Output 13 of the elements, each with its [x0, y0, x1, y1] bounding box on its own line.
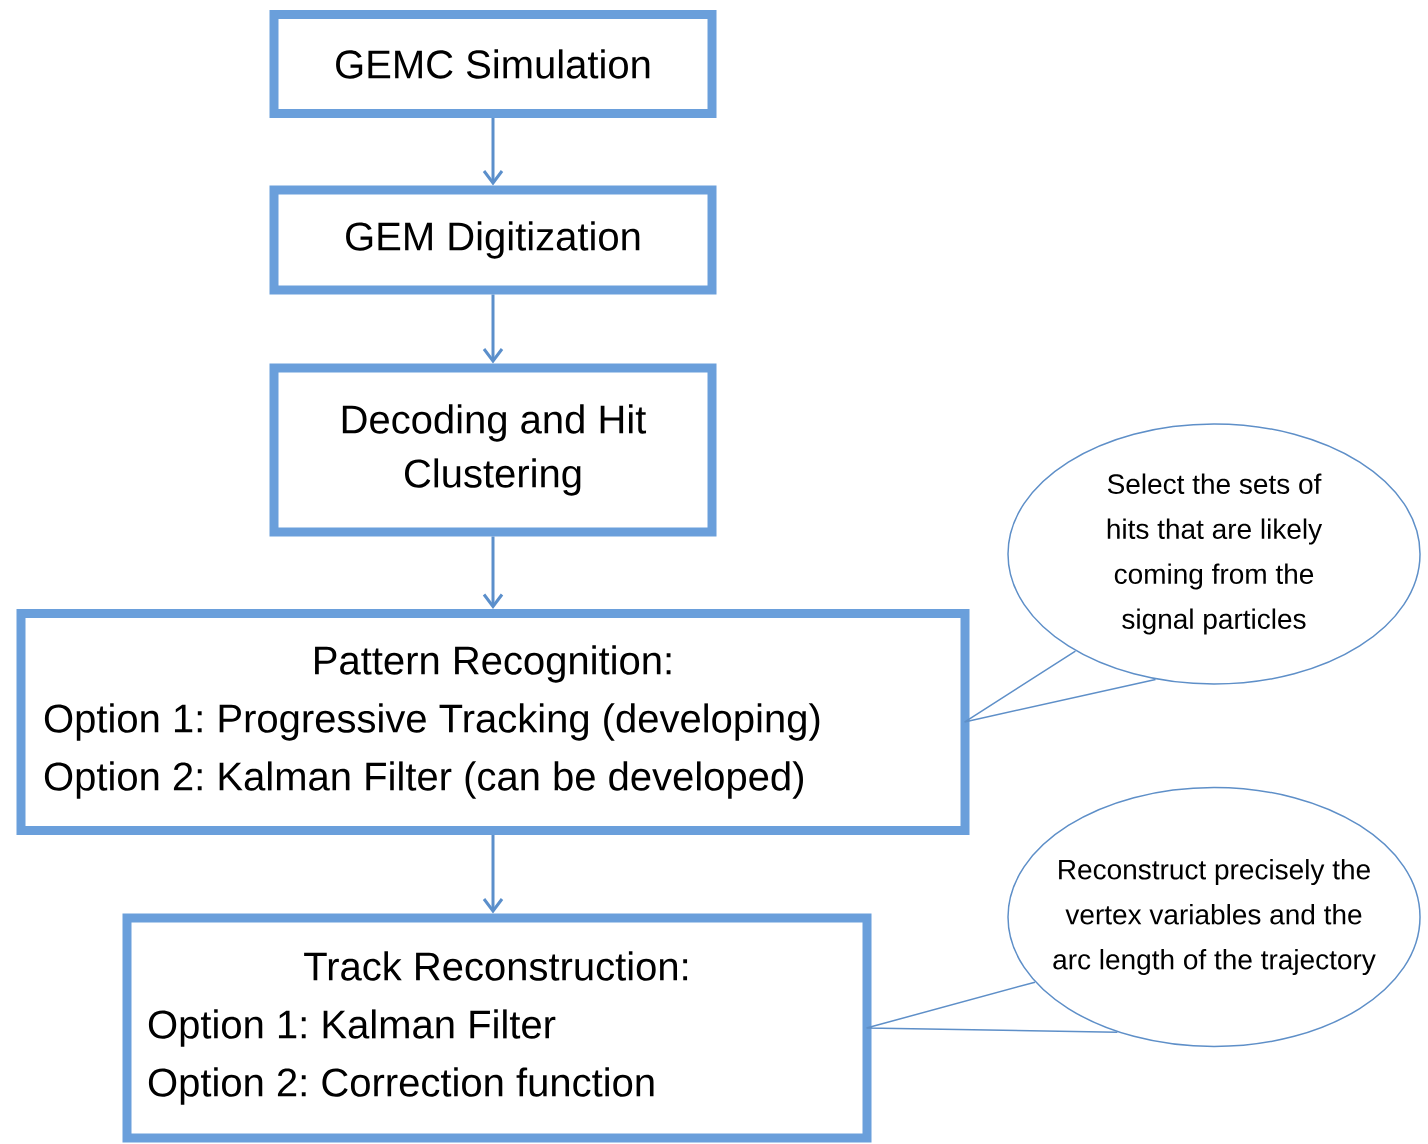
process-box: GEM Digitization: [269, 185, 717, 295]
callout-pointer: [963, 650, 1157, 723]
process-box: Pattern Recognition: Option 1: Progressive Tracking (developing) Option 2: Kalman Filter (can be developed): [16, 609, 970, 835]
arrow: [482, 536, 504, 609]
speech-bubble: Reconstruct precisely the vertex variables and the arc length of the trajectory: [1007, 786, 1421, 1048]
arrow: [482, 294, 504, 364]
speech-bubble: Select the sets of hits that are likely coming from the signal particles: [1007, 423, 1421, 685]
process-box: Decoding and Hit Clustering: [269, 363, 717, 537]
callout-pointer: [865, 981, 1119, 1033]
arrow: [482, 118, 504, 186]
arrow: [482, 835, 504, 914]
process-box: GEMC Simulation: [269, 10, 717, 118]
process-box: Track Reconstruction: Option 1: Kalman Filter Option 2: Correction function: [122, 913, 872, 1143]
